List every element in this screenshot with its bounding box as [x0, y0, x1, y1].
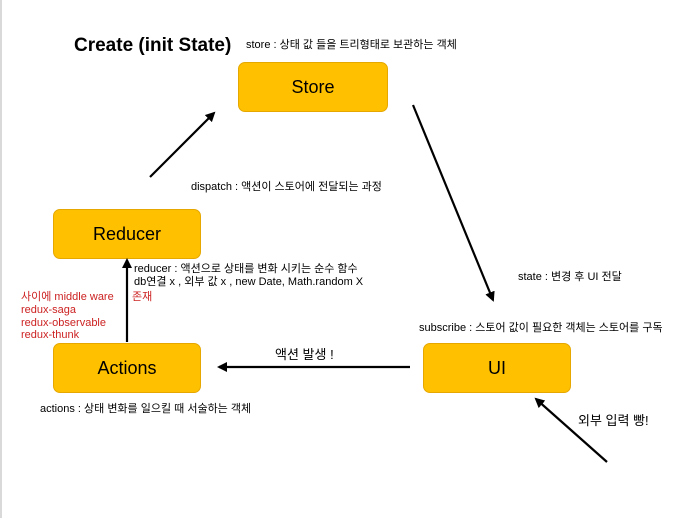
state-note: state : 변경 후 UI 전달 — [518, 271, 622, 283]
middleware-note: 사이에 middle ware — [21, 291, 114, 303]
middleware-exists-note: 존재 — [132, 291, 153, 303]
actions-node[interactable]: Actions — [53, 343, 201, 393]
arrow-reducer-to-store — [149, 111, 216, 178]
store-node-label: Store — [291, 76, 335, 97]
actions-note: actions : 상태 변화를 일으킬 때 서술하는 객체 — [40, 403, 252, 415]
dispatch-note: dispatch : 액션이 스토어에 전달되는 과정 — [191, 181, 382, 193]
middleware-item: redux-saga — [21, 304, 77, 316]
ui-node-label: UI — [488, 357, 506, 378]
store-note: store : 상태 값 들을 트리형태로 보관하는 객체 — [246, 39, 457, 51]
ui-node[interactable]: UI — [423, 343, 571, 393]
reducer-node[interactable]: Reducer — [53, 209, 201, 259]
actions-node-label: Actions — [97, 357, 157, 378]
store-node[interactable]: Store — [238, 62, 388, 112]
middleware-item: redux-thunk — [21, 329, 80, 341]
action-fire-label: 액션 발생 ! — [275, 347, 334, 362]
reducer-node-label: Reducer — [92, 223, 162, 244]
diagram-title: Create (init State) — [74, 35, 232, 56]
arrow-external-to-ui — [534, 397, 608, 463]
middleware-item: redux-observable — [21, 317, 106, 329]
reducer-note-line2: db연결 x , 외부 값 x , new Date, Math.random … — [134, 276, 364, 288]
left-frame-border — [0, 0, 2, 518]
arrow-store-to-ui — [411, 104, 495, 302]
external-input-label: 외부 입력 빵! — [578, 413, 649, 428]
subscribe-note: subscribe : 스토어 값이 필요한 객체는 스토어를 구독 — [419, 322, 663, 334]
reducer-note-line1: reducer : 액션으로 상태를 변화 시키는 순수 함수 — [134, 263, 358, 275]
